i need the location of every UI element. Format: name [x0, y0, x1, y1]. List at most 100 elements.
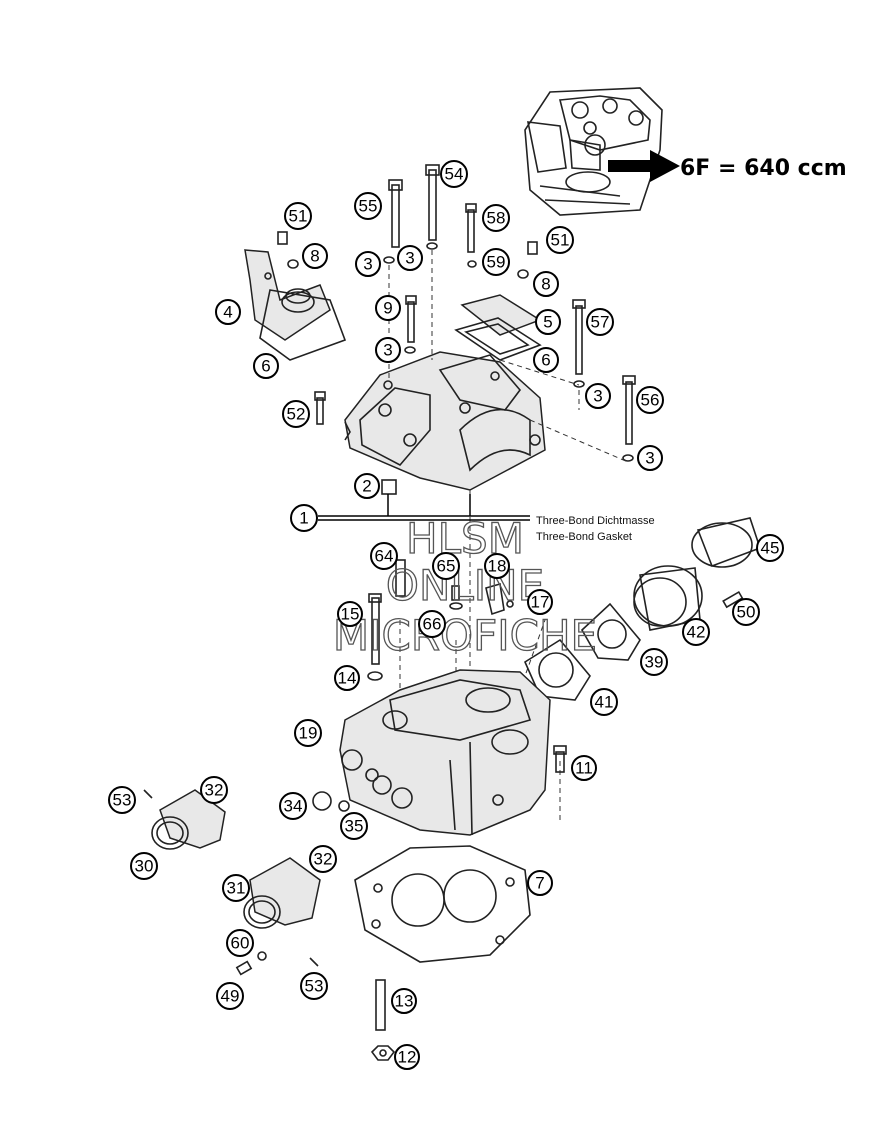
svg-text:39: 39	[645, 653, 664, 672]
svg-text:19: 19	[299, 724, 318, 743]
svg-text:2: 2	[362, 477, 371, 496]
callout-18: 18	[484, 553, 510, 579]
callout-42: 42	[682, 618, 710, 646]
svg-text:1: 1	[299, 509, 308, 528]
callout-6b: 6	[533, 347, 559, 373]
callout-34: 34	[279, 792, 307, 820]
callout-53a: 53	[108, 786, 136, 814]
svg-text:6: 6	[261, 357, 270, 376]
svg-text:31: 31	[227, 879, 246, 898]
svg-text:64: 64	[375, 547, 394, 566]
callout-55: 55	[354, 192, 382, 220]
svg-text:4: 4	[223, 303, 232, 322]
valve-components	[367, 559, 514, 681]
exhaust-flanges	[143, 789, 350, 976]
svg-text:3: 3	[383, 341, 392, 360]
svg-text:3: 3	[593, 387, 602, 406]
svg-text:12: 12	[398, 1048, 417, 1067]
svg-text:3: 3	[405, 249, 414, 268]
callout-57: 57	[586, 308, 614, 336]
callout-1: 1	[290, 504, 318, 532]
svg-text:11: 11	[575, 759, 593, 778]
variant-arrow-icon	[608, 150, 680, 182]
callout-19: 19	[294, 719, 322, 747]
watermark-line-3: MICROFICHE	[333, 611, 597, 660]
callout-54: 54	[440, 160, 468, 188]
svg-text:13: 13	[395, 992, 414, 1011]
svg-text:30: 30	[135, 857, 154, 876]
watermark-line-2: ONLINE	[386, 561, 544, 610]
callout-32a: 32	[200, 776, 228, 804]
svg-text:5: 5	[543, 313, 552, 332]
svg-text:57: 57	[591, 313, 610, 332]
callout-32b: 32	[309, 845, 337, 873]
head-gasket	[354, 845, 531, 963]
callout-60: 60	[226, 929, 254, 957]
callout-3b: 3	[397, 245, 423, 271]
callout-30: 30	[130, 852, 158, 880]
svg-text:18: 18	[488, 557, 507, 576]
callout-50: 50	[732, 598, 760, 626]
sealant-note-en: Three-Bond Gasket	[536, 531, 632, 543]
svg-text:58: 58	[487, 209, 506, 228]
svg-text:32: 32	[314, 850, 333, 869]
watermark: HLSM ONLINE MICROFICHE	[332, 513, 597, 660]
svg-text:54: 54	[445, 165, 464, 184]
svg-text:50: 50	[737, 603, 756, 622]
cylinder-head	[339, 669, 567, 836]
svg-text:51: 51	[551, 231, 570, 250]
callout-3e: 3	[637, 445, 663, 471]
callout-2: 2	[354, 473, 380, 499]
callout-59: 59	[482, 248, 510, 276]
svg-text:14: 14	[338, 669, 357, 688]
valve-cover-plates	[454, 294, 542, 361]
svg-text:8: 8	[310, 247, 319, 266]
callout-3a: 3	[355, 251, 381, 277]
callout-6a: 6	[253, 353, 279, 379]
svg-text:35: 35	[345, 817, 364, 836]
engine-variant-inset: 6F = 640 ccm	[524, 87, 847, 216]
svg-text:66: 66	[423, 615, 442, 634]
callout-51a: 51	[284, 202, 312, 230]
svg-text:53: 53	[305, 977, 324, 996]
svg-text:17: 17	[531, 593, 550, 612]
callout-58: 58	[482, 204, 510, 232]
callout-7: 7	[527, 870, 553, 896]
callout-4: 4	[215, 299, 241, 325]
svg-text:55: 55	[359, 197, 378, 216]
callout-3c: 3	[375, 337, 401, 363]
callout-65: 65	[432, 552, 460, 580]
svg-text:49: 49	[221, 987, 240, 1006]
svg-text:3: 3	[363, 255, 372, 274]
callout-8b: 8	[533, 271, 559, 297]
svg-text:41: 41	[595, 693, 614, 712]
callout-9: 9	[375, 295, 401, 321]
callout-5: 5	[535, 309, 561, 335]
callout-64: 64	[370, 542, 398, 570]
callout-49: 49	[216, 982, 244, 1010]
callout-12: 12	[394, 1044, 420, 1070]
callout-17: 17	[527, 589, 553, 615]
callout-45: 45	[756, 534, 784, 562]
callout-66: 66	[418, 610, 446, 638]
callout-56: 56	[636, 386, 664, 414]
svg-text:7: 7	[535, 874, 544, 893]
svg-text:52: 52	[287, 405, 306, 424]
callout-8a: 8	[302, 243, 328, 269]
svg-text:51: 51	[289, 207, 308, 226]
callout-52: 52	[282, 400, 310, 428]
watermark-line-1: HLSM	[406, 514, 524, 563]
callout-14: 14	[334, 665, 360, 691]
thermostat-housing	[244, 249, 347, 361]
callout-39: 39	[640, 648, 668, 676]
variant-label: 6F = 640 ccm	[680, 156, 847, 181]
svg-text:59: 59	[487, 253, 506, 272]
head-cover-assembly	[344, 351, 546, 491]
svg-text:6: 6	[541, 351, 550, 370]
svg-text:42: 42	[687, 623, 706, 642]
svg-text:8: 8	[541, 275, 550, 294]
callout-13: 13	[391, 988, 417, 1014]
callout-31: 31	[222, 874, 250, 902]
callout-51b: 51	[546, 226, 574, 254]
